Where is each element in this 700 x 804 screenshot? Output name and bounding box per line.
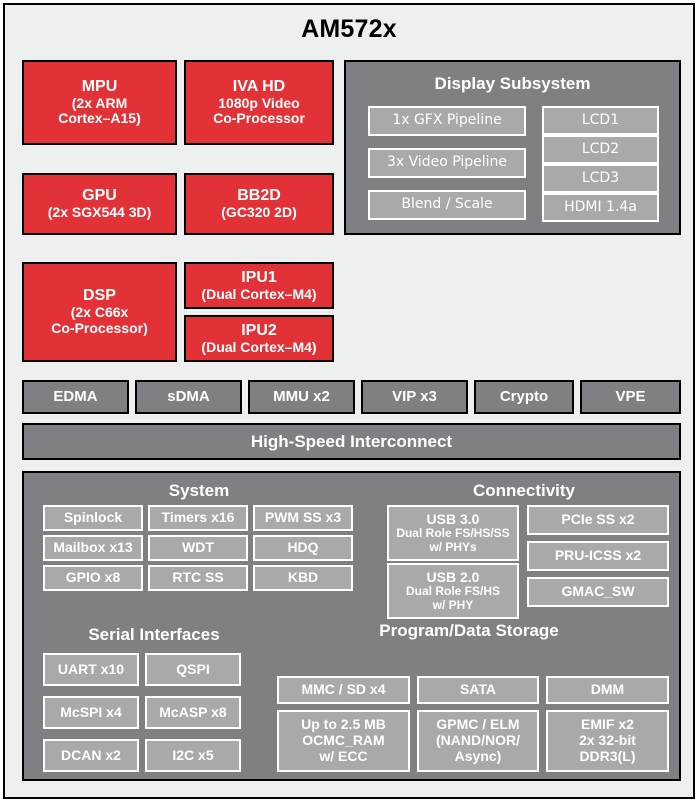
dss-lcd2[interactable]: LCD2 bbox=[542, 135, 659, 164]
block-vip[interactable]: VIP x3 bbox=[361, 380, 468, 414]
sys-mailbox[interactable]: Mailbox x13 bbox=[43, 535, 143, 561]
block-ipu1-line2: (Dual Cortex–M4) bbox=[201, 285, 317, 302]
page-title: AM572x bbox=[301, 15, 397, 43]
sys-rtc-ss[interactable]: RTC SS bbox=[148, 565, 248, 591]
conn-usb2-line2: Dual Role FS/HS bbox=[405, 584, 500, 599]
block-crypto[interactable]: Crypto bbox=[474, 380, 574, 414]
conn-usb3-name: USB 3.0 bbox=[426, 510, 480, 527]
block-iva-name: IVA HD bbox=[232, 77, 286, 95]
sys-gpio[interactable]: GPIO x8 bbox=[43, 565, 143, 591]
conn-usb3-line2: Dual Role FS/HS/SS bbox=[396, 526, 510, 541]
block-bb2d-line2: (GC320 2D) bbox=[221, 204, 297, 221]
dss-lcd1[interactable]: LCD1 bbox=[542, 106, 659, 135]
block-dsp-line3: Co-Processor) bbox=[51, 319, 148, 336]
storage-emif[interactable]: EMIF x2 2x 32-bit DDR3(L) bbox=[546, 710, 669, 772]
dss-hdmi[interactable]: HDMI 1.4a bbox=[542, 193, 659, 222]
block-ipu1-name: IPU1 bbox=[241, 268, 277, 286]
block-iva-hd[interactable]: IVA HD 1080p Video Co-Processor bbox=[184, 60, 334, 145]
block-dsp[interactable]: DSP (2x C66x Co-Processor) bbox=[22, 262, 177, 362]
serial-i2c[interactable]: I2C x5 bbox=[145, 739, 241, 772]
storage-ocmc-line2: OCMC_RAM bbox=[302, 732, 385, 749]
dss-gfx-pipeline[interactable]: 1x GFX Pipeline bbox=[368, 106, 526, 136]
block-sdma[interactable]: sDMA bbox=[135, 380, 242, 414]
conn-pru-icss[interactable]: PRU-ICSS x2 bbox=[527, 541, 669, 571]
serial-dcan[interactable]: DCAN x2 bbox=[43, 739, 139, 772]
block-mpu-line3: Cortex–A15) bbox=[58, 110, 141, 127]
storage-mmc-sd[interactable]: MMC / SD x4 bbox=[277, 676, 410, 704]
storage-gpmc-line1: GPMC / ELM bbox=[436, 716, 520, 733]
conn-gmac-sw[interactable]: GMAC_SW bbox=[527, 577, 669, 607]
sys-hdq[interactable]: HDQ bbox=[253, 535, 353, 561]
storage-emif-line3: DDR3(L) bbox=[579, 747, 636, 764]
serial-mcspi[interactable]: McSPI x4 bbox=[43, 696, 139, 729]
connectivity-title: Connectivity bbox=[472, 481, 576, 500]
sys-spinlock[interactable]: Spinlock bbox=[43, 505, 143, 531]
display-subsystem-title: Display Subsystem bbox=[434, 74, 591, 93]
sys-timers[interactable]: Timers x16 bbox=[148, 505, 248, 531]
block-bb2d-name: BB2D bbox=[237, 187, 281, 205]
dss-lcd3[interactable]: LCD3 bbox=[542, 164, 659, 193]
storage-sata[interactable]: SATA bbox=[417, 676, 539, 704]
dss-video-pipeline[interactable]: 3x Video Pipeline bbox=[368, 148, 526, 178]
conn-usb3-line3: w/ PHYs bbox=[429, 539, 477, 554]
block-gpu-line2: (2x SGX544 3D) bbox=[47, 204, 152, 221]
serial-interfaces-title: Serial Interfaces bbox=[88, 625, 220, 644]
block-mpu[interactable]: MPU (2x ARM Cortex–A15) bbox=[22, 60, 177, 145]
block-mpu-line2: (2x ARM bbox=[71, 94, 128, 111]
block-mmu[interactable]: MMU x2 bbox=[248, 380, 355, 414]
conn-usb3[interactable]: USB 3.0 Dual Role FS/HS/SS w/ PHYs bbox=[387, 505, 519, 561]
block-mpu-name: MPU bbox=[81, 77, 118, 95]
system-title: System bbox=[168, 481, 230, 500]
block-gpu-name: GPU bbox=[82, 187, 117, 205]
block-edma[interactable]: EDMA bbox=[22, 380, 129, 414]
soc-diagram-frame: AM572x MPU (2x ARM Cortex–A15) IVA HD 10… bbox=[3, 3, 695, 799]
block-ipu2-name: IPU2 bbox=[241, 321, 277, 339]
storage-dmm[interactable]: DMM bbox=[546, 676, 669, 704]
conn-pcie-ss[interactable]: PCIe SS x2 bbox=[527, 505, 669, 535]
sys-kbd[interactable]: KBD bbox=[253, 565, 353, 591]
conn-usb2-line3: w/ PHY bbox=[432, 597, 474, 612]
block-ipu2[interactable]: IPU2 (Dual Cortex–M4) bbox=[184, 315, 334, 362]
block-vpe[interactable]: VPE bbox=[580, 380, 681, 414]
block-bb2d[interactable]: BB2D (GC320 2D) bbox=[184, 173, 334, 235]
block-ipu2-line2: (Dual Cortex–M4) bbox=[201, 338, 317, 355]
block-dsp-line2: (2x C66x bbox=[70, 304, 129, 321]
block-gpu[interactable]: GPU (2x SGX544 3D) bbox=[22, 173, 177, 235]
conn-usb2[interactable]: USB 2.0 Dual Role FS/HS w/ PHY bbox=[387, 563, 519, 619]
storage-gpmc-elm[interactable]: GPMC / ELM (NAND/NOR/ Async) bbox=[417, 710, 539, 772]
storage-gpmc-line2: (NAND/NOR/ bbox=[436, 732, 520, 749]
storage-ocmc-line3: w/ ECC bbox=[319, 747, 368, 764]
sys-wdt[interactable]: WDT bbox=[148, 535, 248, 561]
dss-blend-scale[interactable]: Blend / Scale bbox=[368, 190, 526, 220]
storage-gpmc-line3: Async) bbox=[454, 747, 502, 764]
block-dsp-name: DSP bbox=[83, 287, 116, 305]
block-high-speed-interconnect[interactable]: High-Speed Interconnect bbox=[22, 423, 681, 460]
serial-uart[interactable]: UART x10 bbox=[43, 653, 139, 686]
serial-qspi[interactable]: QSPI bbox=[145, 653, 241, 686]
storage-ocmc-line1: Up to 2.5 MB bbox=[301, 716, 386, 733]
block-iva-line2: 1080p Video bbox=[218, 94, 300, 111]
sys-pwm-ss[interactable]: PWM SS x3 bbox=[253, 505, 353, 531]
block-ipu1[interactable]: IPU1 (Dual Cortex–M4) bbox=[184, 262, 334, 309]
storage-ocmc-ram[interactable]: Up to 2.5 MB OCMC_RAM w/ ECC bbox=[277, 710, 410, 772]
group-display-subsystem: Display Subsystem 1x GFX Pipeline 3x Vid… bbox=[344, 60, 681, 235]
storage-emif-line1: EMIF x2 bbox=[581, 716, 634, 733]
serial-mcasp[interactable]: McASP x8 bbox=[145, 696, 241, 729]
storage-emif-line2: 2x 32-bit bbox=[579, 732, 636, 749]
conn-usb2-name: USB 2.0 bbox=[426, 568, 480, 585]
storage-title: Program/Data Storage bbox=[379, 621, 559, 640]
group-peripherals: System Spinlock Timers x16 PWM SS x3 Mai… bbox=[22, 471, 681, 781]
block-iva-line3: Co-Processor bbox=[213, 110, 305, 127]
